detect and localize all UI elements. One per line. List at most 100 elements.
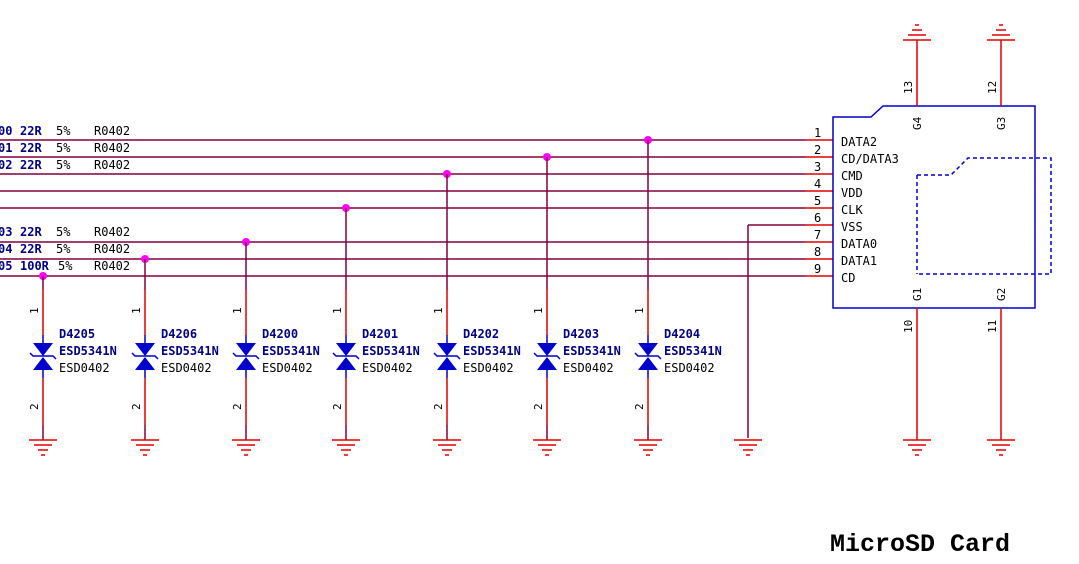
resistor-package: R0402 — [94, 141, 130, 155]
resistor-ref: 04 — [0, 242, 12, 256]
diode-ref: D4200 — [262, 327, 298, 341]
shield-pin-number: 13 — [902, 81, 915, 94]
diode-ref: D4203 — [563, 327, 599, 341]
resistor-tolerance: 5% — [58, 259, 73, 273]
ground-symbol — [987, 439, 1015, 456]
resistor-tolerance: 5% — [56, 225, 71, 239]
resistor-value: 22R — [20, 158, 42, 172]
resistor-tolerance: 5% — [56, 141, 71, 155]
diode-part: ESD5341N — [262, 344, 320, 358]
resistor-value: 22R — [20, 124, 42, 138]
diode-pin-number: 2 — [28, 403, 41, 410]
diode-part: ESD5341N — [563, 344, 621, 358]
ground-symbol — [29, 439, 57, 456]
resistor-ref: 01 — [0, 141, 12, 155]
diode-package: ESD0402 — [463, 361, 514, 375]
diode-triangle — [135, 357, 155, 370]
pin-name: DATA2 — [841, 135, 877, 149]
diode-pin-number: 2 — [130, 403, 143, 410]
diode-pin-number: 2 — [331, 403, 344, 410]
page-title: MicroSD Card — [830, 530, 1011, 559]
diode-triangle — [638, 357, 658, 370]
diode-package: ESD0402 — [59, 361, 110, 375]
resistor-value: 22R — [20, 141, 42, 155]
diode-ref: D4206 — [161, 327, 197, 341]
resistor-tolerance: 5% — [56, 158, 71, 172]
ground-symbol — [433, 439, 461, 456]
diode-bar — [433, 352, 461, 360]
diode-bar — [29, 352, 57, 360]
diode-pin-number: 1 — [432, 307, 445, 314]
pin-number: 6 — [814, 211, 821, 225]
ground-symbol — [903, 439, 931, 456]
diode-triangle — [336, 343, 356, 356]
card-outline — [917, 157, 1052, 275]
diode-triangle — [437, 357, 457, 370]
net-junctions — [39, 136, 652, 280]
diode-pin-number: 2 — [432, 403, 445, 410]
ground-symbol — [634, 439, 662, 456]
diode-pin-number: 2 — [532, 403, 545, 410]
pin-number: 1 — [814, 126, 821, 140]
resistor-package: R0402 — [94, 124, 130, 138]
pin-name: DATA0 — [841, 237, 877, 251]
diode-pin-number: 2 — [231, 403, 244, 410]
shield-pin-number: 11 — [986, 320, 999, 333]
diode-pin-number: 1 — [532, 307, 545, 314]
shield-pin-number: 10 — [902, 320, 915, 333]
resistor-value: 100R — [20, 259, 50, 273]
diode-pin-number: 1 — [231, 307, 244, 314]
diode-package: ESD0402 — [262, 361, 313, 375]
resistor-tolerance: 5% — [56, 242, 71, 256]
ground-symbol — [131, 439, 159, 456]
shield-pin-bottom: 10 G1 — [902, 288, 924, 440]
pin-number: 2 — [814, 143, 821, 157]
diode-pin-number: 2 — [633, 403, 646, 410]
shield-pin-number: 12 — [986, 81, 999, 94]
diode-triangle — [236, 357, 256, 370]
diode-ref: D4201 — [362, 327, 398, 341]
diode-triangle — [638, 343, 658, 356]
resistor-tolerance: 5% — [56, 124, 71, 138]
pin-name: CD — [841, 271, 855, 285]
diode-ref: D4204 — [664, 327, 700, 341]
net-wires — [0, 139, 833, 438]
pin-name: DATA1 — [841, 254, 877, 268]
diode-triangle — [336, 357, 356, 370]
diode-bar — [131, 352, 159, 360]
diode-part: ESD5341N — [161, 344, 219, 358]
resistor-package: R0402 — [94, 242, 130, 256]
pin-name: VDD — [841, 186, 863, 200]
diode-bar — [533, 352, 561, 360]
diode-package: ESD0402 — [362, 361, 413, 375]
pin-name: CMD — [841, 169, 863, 183]
microsd-connector: 1DATA22CD/DATA33CMD4VDD5CLK6VSS7DATA08DA… — [814, 24, 1052, 440]
diode-ref: D4205 — [59, 327, 95, 341]
resistor-ref: 00 — [0, 124, 12, 138]
diode-triangle — [33, 357, 53, 370]
pin-name: CD/DATA3 — [841, 152, 899, 166]
diode-triangle — [135, 343, 155, 356]
diode-pin-number: 1 — [28, 307, 41, 314]
pin-number: 4 — [814, 177, 821, 191]
shield-pin-label: G1 — [911, 288, 924, 301]
diode-pin-number: 1 — [633, 307, 646, 314]
resistor-ref: 02 — [0, 158, 12, 172]
resistor-package: R0402 — [94, 259, 130, 273]
ground-symbol — [533, 439, 561, 456]
shield-pin-label: G3 — [995, 117, 1008, 130]
diode-package: ESD0402 — [664, 361, 715, 375]
diode-bar — [332, 352, 360, 360]
diode-triangle — [33, 343, 53, 356]
